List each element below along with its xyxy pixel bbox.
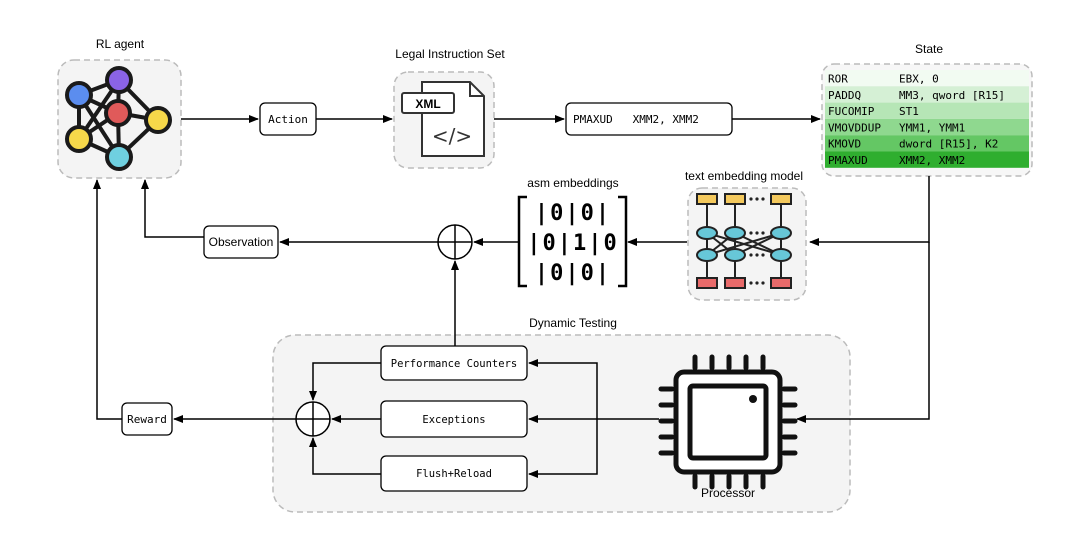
rl-agent-label: RL agent bbox=[96, 37, 145, 51]
state-row-operands: XMM2, XMM2 bbox=[899, 154, 965, 167]
embedding-row-1: |0|0| bbox=[535, 201, 611, 226]
processor-label: Processor bbox=[701, 486, 755, 500]
nn-output-node bbox=[696, 277, 718, 289]
state-row-bg bbox=[825, 151, 1029, 168]
nn-input-node bbox=[770, 193, 792, 205]
nn-ellipsis-dot bbox=[749, 253, 753, 257]
nn-ellipsis-dot bbox=[761, 281, 765, 285]
nn-hidden-node bbox=[696, 226, 718, 240]
nn-output-node bbox=[770, 277, 792, 289]
nn-ellipsis-dot bbox=[755, 281, 759, 285]
nn-ellipsis-dot bbox=[749, 231, 753, 235]
state-label: State bbox=[915, 42, 943, 56]
state-row-opcode: VMOVDDUP bbox=[828, 121, 881, 134]
selected-instruction-text: PMAXUD XMM2, XMM2 bbox=[573, 113, 699, 126]
state-row-opcode: PMAXUD bbox=[828, 154, 868, 167]
code-glyph: </> bbox=[432, 124, 472, 148]
state-row-operands: MM3, qword [R15] bbox=[899, 89, 1005, 102]
state-row-opcode: PADDQ bbox=[828, 89, 861, 102]
nn-ellipsis-dot bbox=[749, 281, 753, 285]
xml-file-icon: XML </> bbox=[401, 81, 485, 157]
nn-hidden-node bbox=[724, 226, 746, 240]
agent-node-red bbox=[104, 99, 132, 127]
legal-instruction-set-label: Legal Instruction Set bbox=[395, 47, 505, 61]
state-row-bg bbox=[825, 102, 1029, 119]
arrow-state-to-embedding-model bbox=[809, 176, 930, 246]
embedding-row-2: |0|1|0 bbox=[527, 231, 618, 256]
reward-label: Reward bbox=[127, 413, 167, 426]
state-row-opcode: FUCOMIP bbox=[828, 105, 875, 118]
arrow-perf-counters-to-combine-lower bbox=[309, 362, 381, 401]
asm-embeddings-label: asm embeddings bbox=[527, 176, 618, 190]
state-row-opcode: KMOVD bbox=[828, 138, 861, 151]
state-row-opcode: ROR bbox=[828, 73, 848, 86]
embedding-network-icon bbox=[696, 193, 792, 289]
flush-reload-label: Flush+Reload bbox=[416, 468, 492, 480]
nn-ellipsis-dot bbox=[755, 253, 759, 257]
nn-ellipsis-dot bbox=[761, 197, 765, 201]
combine-node-upper bbox=[437, 224, 473, 260]
state-row-operands: EBX, 0 bbox=[899, 73, 939, 86]
nn-ellipsis-dot bbox=[755, 231, 759, 235]
nn-ellipsis-dot bbox=[755, 197, 759, 201]
embedding-matrix: |0|0| |0|1|0 |0|0| bbox=[517, 195, 628, 288]
agent-node-purple bbox=[105, 66, 133, 94]
embedding-row-3: |0|0| bbox=[535, 261, 611, 286]
arrow-processor-to-perf-counters bbox=[528, 359, 598, 419]
state-table: ROR EBX, 0 PADDQ MM3, qword [R15] FUCOMIP ST1… bbox=[825, 70, 1029, 168]
nn-ellipsis-dot bbox=[749, 197, 753, 201]
text-embedding-model-label: text embedding model bbox=[685, 169, 803, 183]
agent-node-blue bbox=[65, 81, 93, 109]
nn-input-node bbox=[724, 193, 746, 205]
performance-counters-label: Performance Counters bbox=[391, 358, 517, 370]
nn-hidden-node bbox=[724, 248, 746, 262]
arrow-processor-to-flush-reload bbox=[528, 419, 598, 478]
state-row-bg bbox=[825, 135, 1029, 152]
nn-hidden-node bbox=[770, 226, 792, 240]
arrow-flush-reload-to-combine-lower bbox=[309, 437, 381, 475]
agent-node-yellow-left bbox=[65, 125, 93, 153]
nn-edge bbox=[706, 232, 782, 256]
nn-input-node bbox=[696, 193, 718, 205]
agent-node-cyan bbox=[105, 143, 133, 171]
state-row-bg bbox=[825, 118, 1029, 136]
xml-badge-text: XML bbox=[415, 97, 440, 111]
action-label: Action bbox=[268, 113, 308, 126]
combine-node-lower bbox=[295, 401, 331, 437]
nn-hidden-node bbox=[770, 248, 792, 262]
state-row-operands: ST1 bbox=[899, 105, 919, 118]
nn-hidden-node bbox=[696, 248, 718, 262]
state-row-bg bbox=[825, 86, 1029, 103]
observation-box bbox=[203, 225, 279, 259]
arrow-observation-to-agent bbox=[141, 179, 204, 238]
arrow-reward-to-agent bbox=[93, 179, 122, 420]
nn-output-node bbox=[724, 277, 746, 289]
arrow-state-to-processor bbox=[796, 242, 930, 423]
nn-ellipsis-dot bbox=[761, 253, 765, 257]
dynamic-testing-label: Dynamic Testing bbox=[529, 316, 617, 330]
state-row-operands: dword [R15], K2 bbox=[899, 138, 998, 151]
processor-chip-icon bbox=[658, 354, 798, 490]
state-row-operands: YMM1, YMM1 bbox=[899, 121, 965, 134]
agent-node-yellow-right bbox=[144, 106, 172, 134]
state-row-bg bbox=[825, 70, 1029, 87]
exceptions-label: Exceptions bbox=[422, 414, 485, 426]
observation-label: Observation bbox=[209, 235, 274, 249]
nn-ellipsis-dot bbox=[761, 231, 765, 235]
